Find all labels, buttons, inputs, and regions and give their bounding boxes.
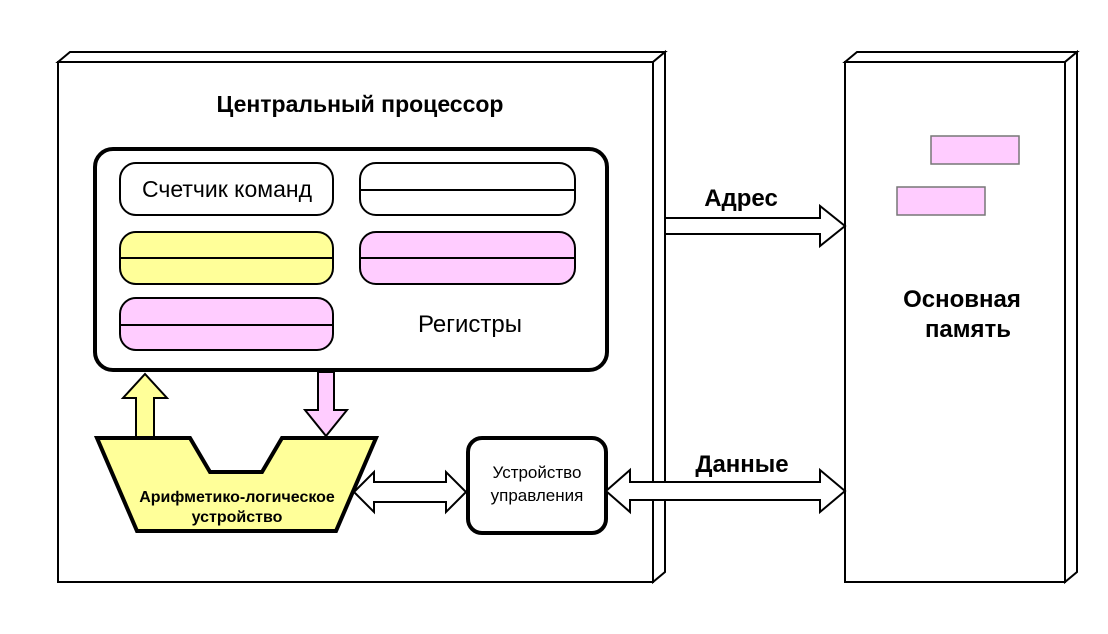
address-bus-arrow — [664, 203, 847, 249]
data-bus-arrow — [604, 467, 847, 515]
register-pink — [119, 297, 334, 351]
memory-label-line2: память — [925, 316, 1011, 343]
data-label: Данные — [695, 451, 788, 478]
registers-to-alu-arrow — [302, 371, 350, 438]
registers-label: Регистры — [418, 311, 522, 338]
cpu-title: Центральный процессор — [217, 91, 504, 117]
memory-cell — [896, 186, 986, 216]
alu-to-registers-arrow — [120, 372, 170, 438]
control-unit — [466, 436, 608, 535]
alu-label-line2: устройство — [192, 509, 283, 526]
program-counter-label: Счетчик команд — [142, 176, 313, 202]
register-white — [359, 162, 576, 216]
memory-cell — [930, 135, 1020, 165]
address-label: Адрес — [704, 185, 778, 212]
register-pink — [359, 231, 576, 285]
program-counter — [119, 162, 334, 216]
alu-shape — [93, 436, 380, 533]
register-yellow — [119, 231, 334, 285]
control-unit-label-line1: Устройство — [493, 463, 582, 482]
alu-label-line1: Арифметико-логическое — [139, 489, 335, 506]
control-unit-label-line2: управления — [491, 486, 584, 505]
memory-label-line1: Основная — [903, 286, 1021, 313]
